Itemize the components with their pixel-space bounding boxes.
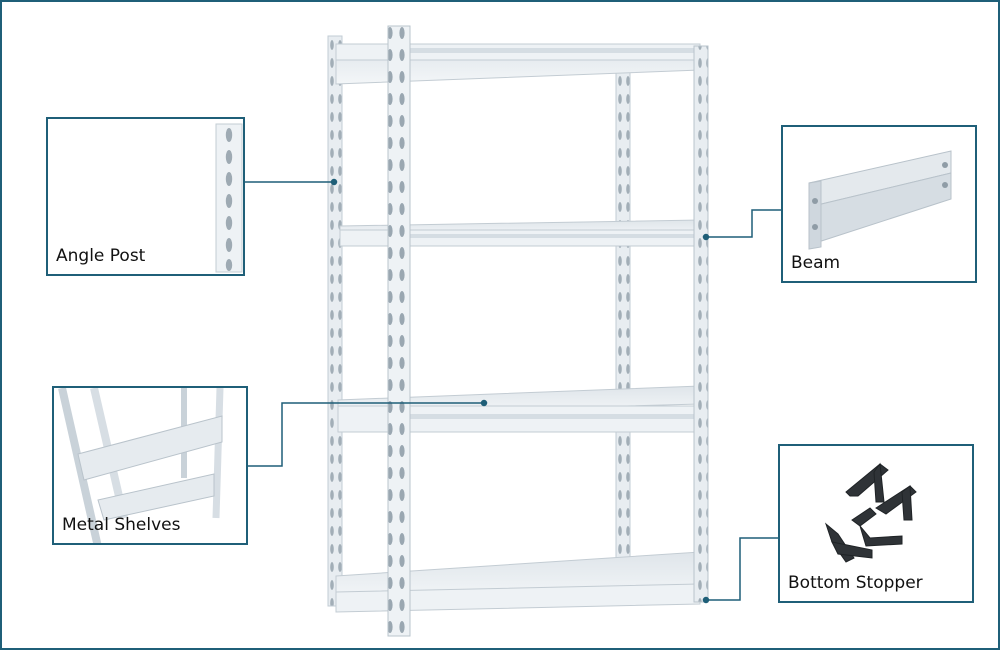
shelf-2	[339, 219, 701, 247]
shelf-3	[337, 385, 701, 433]
callout-metal-shelves: Metal Shelves	[52, 386, 248, 545]
beam-detail-image	[808, 150, 952, 250]
beam-label: Beam	[791, 253, 841, 273]
callout-bottom-stopper: Bottom Stopper	[778, 444, 974, 603]
metal-shelves-detail-image	[58, 388, 224, 543]
bottom-stopper-label: Bottom Stopper	[788, 573, 923, 593]
rear-right-post	[615, 71, 631, 583]
leader-angle-post	[245, 178, 338, 186]
leader-beam	[702, 209, 782, 241]
metal-shelves-label: Metal Shelves	[62, 515, 181, 535]
angle-post-label: Angle Post	[56, 246, 146, 266]
leader-bottom-stopper	[702, 537, 780, 604]
shelf-top	[335, 43, 701, 85]
callout-angle-post: Angle Post	[46, 117, 245, 276]
leader-metal-shelves	[248, 399, 488, 467]
front-right-post	[693, 45, 709, 603]
front-left-post	[387, 25, 411, 637]
rear-left-post	[327, 35, 343, 607]
shelf-bottom	[335, 551, 701, 613]
callout-beam: Beam	[781, 125, 977, 283]
angle-post-detail-image	[215, 123, 243, 273]
bottom-stopper-detail-image	[824, 462, 917, 563]
